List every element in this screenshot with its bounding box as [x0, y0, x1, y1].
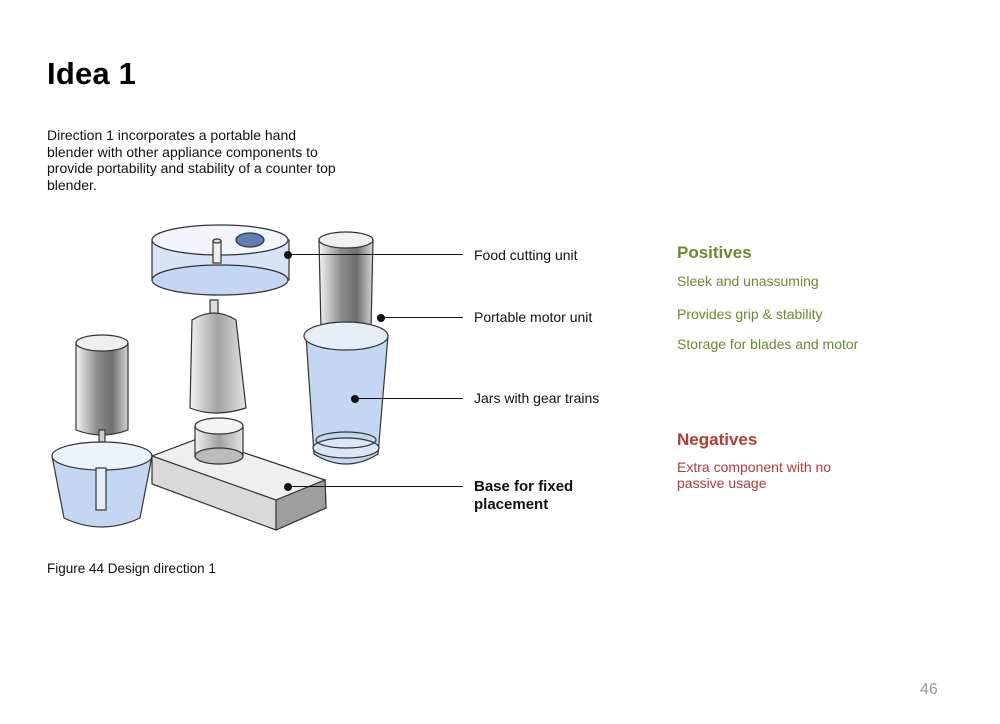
- callout-label-base-for-fixed-placement: Base for fixed placement: [474, 478, 574, 513]
- negatives-heading: Negatives: [677, 430, 758, 449]
- callout-line: [381, 317, 463, 318]
- jar-with-motor-drawing: [303, 231, 389, 465]
- callout-label-food-cutting-unit: Food cutting unit: [474, 247, 578, 263]
- intro-paragraph: Direction 1 incorporates a portable hand…: [47, 127, 336, 193]
- callout-label-portable-motor-unit: Portable motor unit: [474, 309, 593, 325]
- page-title: Idea 1: [47, 56, 137, 91]
- page-number: 46: [920, 681, 938, 698]
- callout-dot: [377, 314, 385, 322]
- portable-motor-unit-drawing: [189, 299, 247, 414]
- blender-sketch-illustration: [51, 224, 389, 531]
- callout-label-jars-with-gear-trains: Jars with gear trains: [474, 390, 600, 406]
- negative-item: Extra component with no passive usage: [677, 459, 832, 491]
- positives-heading: Positives: [677, 243, 752, 262]
- base-drawing: [150, 417, 327, 531]
- positive-item: Provides grip & stability: [677, 306, 823, 322]
- callout-line: [288, 486, 463, 487]
- callout-dot: [284, 483, 292, 491]
- callout-dot: [284, 251, 292, 259]
- positive-item: Sleek and unassuming: [677, 273, 819, 289]
- callout-line: [288, 254, 463, 255]
- callout-line: [355, 398, 463, 399]
- assembled-blender-drawing: [51, 334, 153, 528]
- positive-item: Storage for blades and motor: [677, 336, 859, 352]
- callout-dot: [351, 395, 359, 403]
- figure-caption: Figure 44 Design direction 1: [47, 561, 216, 576]
- food-cutting-unit-drawing: [151, 224, 290, 296]
